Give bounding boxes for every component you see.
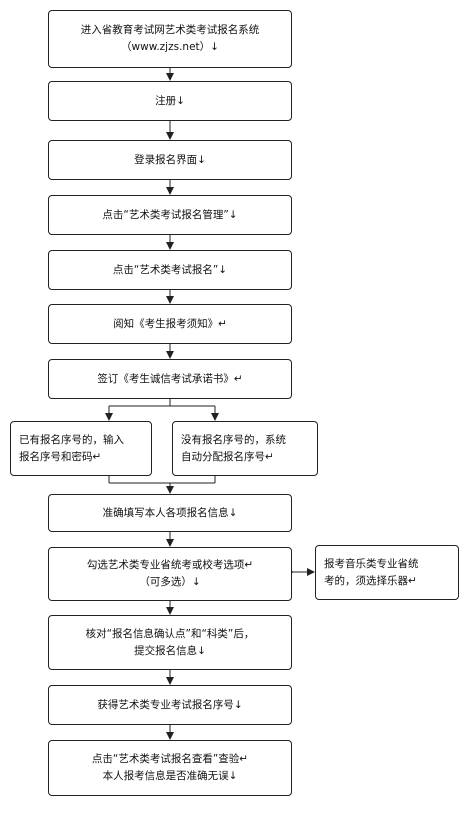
step-login-label: 登录报名界面↓ bbox=[134, 153, 206, 166]
step-get-number-label: 获得艺术类专业考试报名序号↓ bbox=[97, 698, 243, 711]
step-fill-info-label: 准确填写本人各项报名信息↓ bbox=[102, 506, 238, 519]
step-has-number-line2: 报名序号和密码↵ bbox=[19, 450, 102, 463]
step-sign-pledge: 签订《考生诚信考试承诺书》↵ bbox=[48, 359, 292, 399]
step-fill-info: 准确填写本人各项报名信息↓ bbox=[48, 494, 292, 532]
step-no-number: 没有报名序号的，系统 自动分配报名序号↵ bbox=[172, 421, 318, 476]
step-music-note-line1: 报考音乐类专业省统 bbox=[324, 557, 419, 570]
step-read-notice: 阅知《考生报考须知》↵ bbox=[48, 304, 292, 344]
step-has-number: 已有报名序号的，输入 报名序号和密码↵ bbox=[10, 421, 152, 476]
step-music-note-line2: 考的，须选择乐器↵ bbox=[324, 574, 417, 587]
step-music-note: 报考音乐类专业省统 考的，须选择乐器↵ bbox=[315, 545, 459, 600]
step-click-manage-label: 点击“艺术类考试报名管理”↓ bbox=[102, 208, 238, 221]
step-check-info: 点击“艺术类考试报名查看”查验↵ 本人报考信息是否准确无误↓ bbox=[48, 740, 292, 796]
step-no-number-line1: 没有报名序号的，系统 bbox=[181, 433, 286, 446]
step-enter-system-line1: 进入省教育考试网艺术类考试报名系统 bbox=[80, 24, 260, 36]
step-verify: 核对“报名信息确认点”和“科类”后， 提交报名信息↓ bbox=[48, 615, 292, 670]
step-check-info-line2: 本人报考信息是否准确无误↓ bbox=[102, 770, 238, 782]
step-register: 注册↓ bbox=[48, 81, 292, 121]
step-choose-exam-line1: 勾选艺术类专业省统考或校考选项↵ bbox=[86, 559, 254, 571]
step-verify-line1: 核对“报名信息确认点”和“科类”后， bbox=[85, 627, 255, 640]
step-register-label: 注册↓ bbox=[155, 94, 185, 107]
step-enter-system: 进入省教育考试网艺术类考试报名系统 （www.zjzs.net）↓ bbox=[48, 10, 292, 68]
step-login: 登录报名界面↓ bbox=[48, 140, 292, 180]
step-click-signup-label: 点击“艺术类考试报名”↓ bbox=[112, 263, 228, 276]
step-choose-exam: 勾选艺术类专业省统考或校考选项↵ （可多选）↓ bbox=[48, 547, 292, 601]
step-enter-system-line2: （www.zjzs.net）↓ bbox=[121, 41, 219, 53]
step-check-info-line1: 点击“艺术类考试报名查看”查验↵ bbox=[91, 753, 249, 765]
step-click-signup: 点击“艺术类考试报名”↓ bbox=[48, 250, 292, 290]
step-has-number-line1: 已有报名序号的，输入 bbox=[19, 433, 124, 446]
step-get-number: 获得艺术类专业考试报名序号↓ bbox=[48, 685, 292, 725]
step-click-manage: 点击“艺术类考试报名管理”↓ bbox=[48, 195, 292, 235]
step-no-number-line2: 自动分配报名序号↵ bbox=[181, 450, 274, 463]
step-verify-line2: 提交报名信息↓ bbox=[134, 644, 206, 657]
step-choose-exam-line2: （可多选）↓ bbox=[139, 576, 201, 588]
step-read-notice-label: 阅知《考生报考须知》↵ bbox=[113, 317, 227, 330]
step-sign-pledge-label: 签订《考生诚信考试承诺书》↵ bbox=[97, 372, 243, 385]
